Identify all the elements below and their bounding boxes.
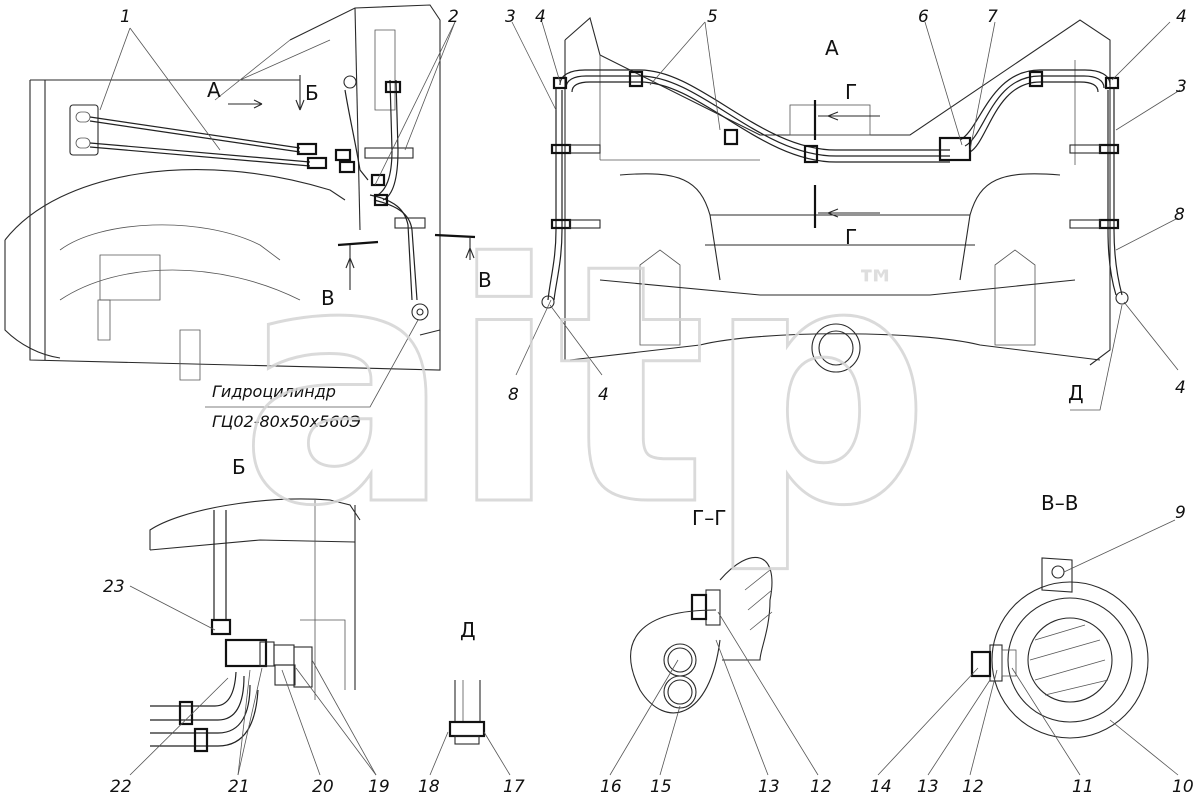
part-label-4-left: 4 [535,7,546,27]
view-GG-label: Г–Г [692,506,726,530]
part-label-11: 11 [1072,777,1094,797]
part-label-10: 10 [1172,777,1194,797]
view-A: А [511,17,1181,411]
part-label-19: 19 [368,777,390,797]
cut-G-label-2: Г [845,225,857,249]
part-label-22: 22 [110,777,132,797]
watermark-text: aitp [240,194,930,578]
part-label-4-bottom-left: 4 [598,385,609,405]
part-label-3-right: 3 [1176,77,1187,97]
cut-G-label-1: Г [845,80,857,104]
part-label-18: 18 [418,777,440,797]
part-label-12-gg: 12 [810,777,832,797]
part-label-21: 21 [228,777,250,797]
cylinder-note-line1: Гидроцилиндр [212,382,336,401]
view-GG-detail: Г–Г [609,506,819,776]
watermark-logo: aitp ™ [239,193,932,580]
view-VV-label: В–В [1041,491,1078,515]
part-label-13-gg: 13 [758,777,780,797]
view-A-label: А [825,36,839,60]
arrow-B-label: Б [305,81,319,105]
view-B-label: Б [232,455,246,479]
part-label-14: 14 [870,777,892,797]
part-label-15: 15 [650,777,672,797]
cut-V-label-2: В [478,268,492,292]
part-label-8-right: 8 [1174,205,1185,225]
part-label-2: 2 [448,7,459,27]
view-D-leader-label: Д [1068,381,1084,405]
view-B-detail: Б [129,455,377,776]
part-label-4-right-top: 4 [1176,7,1187,27]
left-main-view: А Б В В Гидроцилиндр ГЦ02-80х50х560Э [4,4,492,431]
part-label-13-vv: 13 [917,777,939,797]
cut-V-label-1: В [321,286,335,310]
part-label-8-left: 8 [508,385,519,405]
part-label-1: 1 [120,7,131,27]
part-label-23: 23 [103,577,125,597]
part-label-17: 17 [503,777,525,797]
part-label-6: 6 [918,7,929,27]
view-VV-detail: В–В [877,491,1179,776]
part-label-16: 16 [600,777,622,797]
view-D-label: Д [460,618,476,642]
arrow-A-label: А [207,78,221,102]
part-label-5: 5 [707,7,718,27]
part-label-12-vv: 12 [962,777,984,797]
part-label-4-bottom-right: 4 [1175,378,1186,398]
view-D-detail: Д [429,618,511,776]
part-label-3-left: 3 [505,7,516,27]
part-number-labels: 1 2 3 4 5 6 7 3 4 8 8 4 4 9 10 11 12 13 … [103,7,1194,797]
watermark-tm: ™ [855,261,897,310]
part-label-20: 20 [312,777,334,797]
part-label-7: 7 [987,7,998,27]
part-label-9: 9 [1175,503,1186,523]
cylinder-note-line2: ГЦ02-80х50х560Э [212,412,361,431]
